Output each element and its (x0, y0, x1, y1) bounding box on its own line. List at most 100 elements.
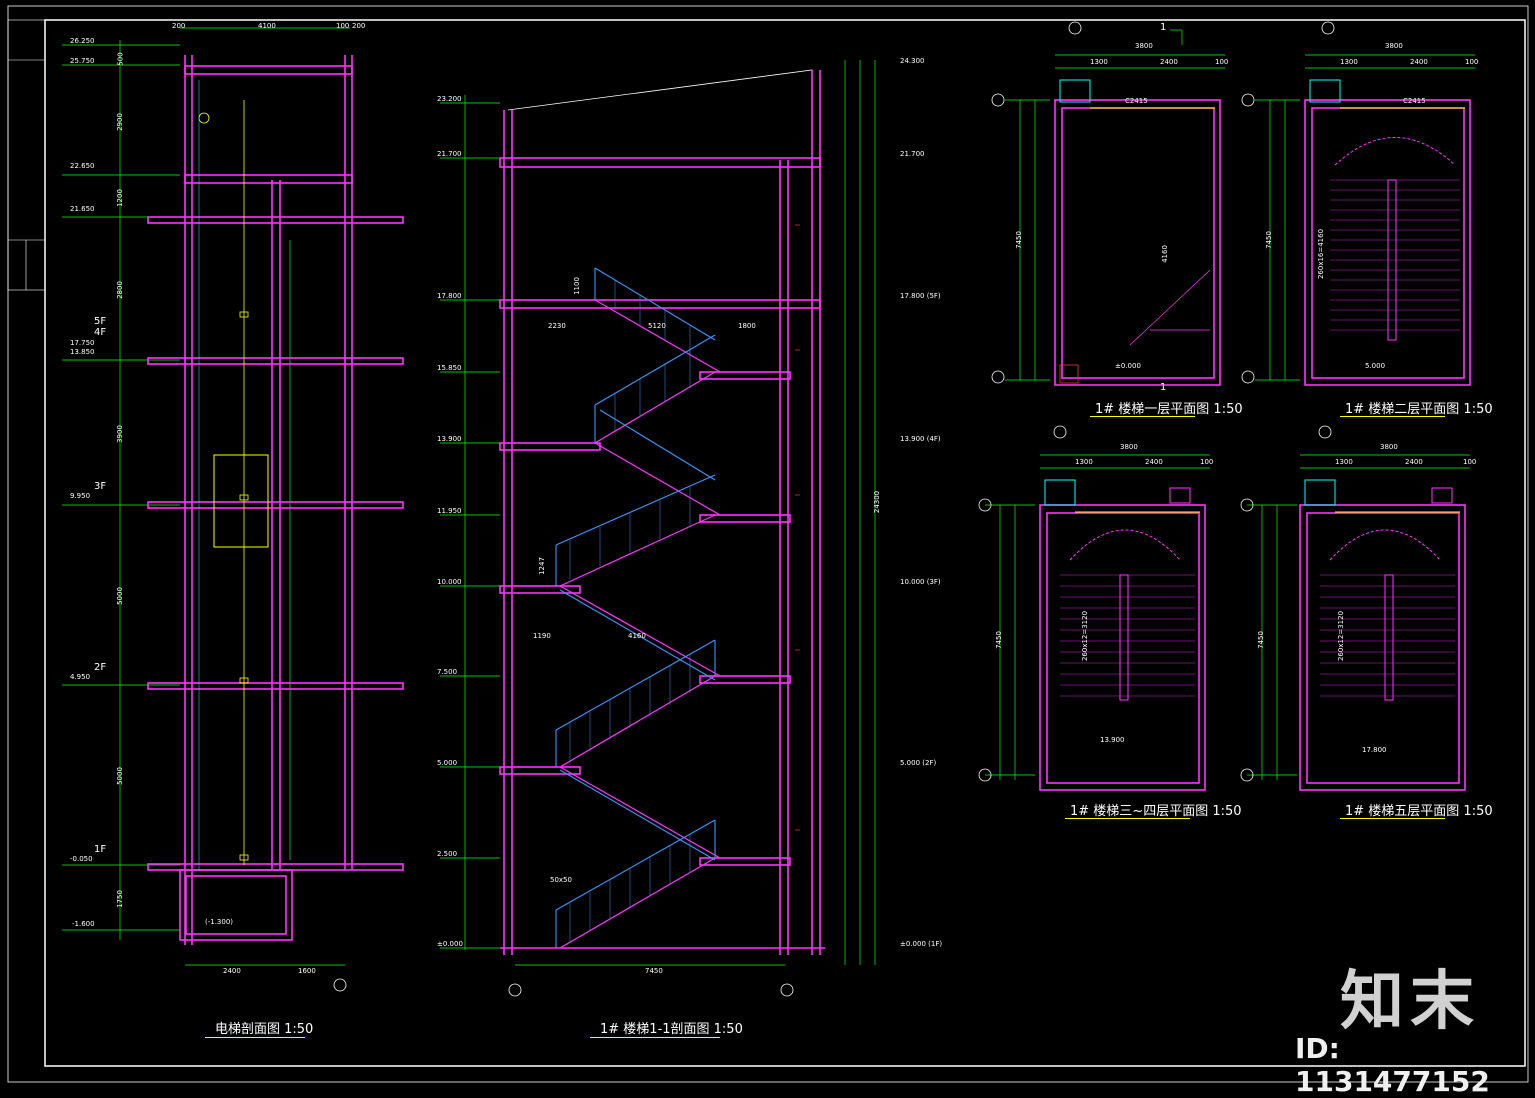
elevation-label: 10.000 (3F) (900, 578, 941, 586)
title-underline (1340, 818, 1445, 819)
dimension-label: 2400 (223, 967, 241, 975)
title-underline (205, 1037, 305, 1038)
dimension-label: 7450 (1264, 231, 1273, 249)
dimension-label: 1190 (533, 632, 551, 640)
dimension-label: 4100 (258, 22, 276, 30)
dimension-label: 3800 (1380, 443, 1398, 451)
dimension-label: 7450 (1256, 631, 1265, 649)
dimension-label: 4160 (628, 632, 646, 640)
dimension-label: 3800 (1135, 42, 1153, 50)
elevation-label: 5.000 (2F) (900, 759, 937, 767)
dimension-label: 200 (172, 22, 186, 30)
plan-2f-title: 1# 楼梯二层平面图 1:50 (1345, 402, 1493, 417)
elevation-label: 21.650 (70, 205, 95, 213)
elevation-label: 23.200 (437, 95, 462, 103)
dimension-label: 1200 (115, 189, 124, 207)
dimension-label: 2230 (548, 322, 566, 330)
tread-label: 260x12=3120 (1337, 610, 1346, 662)
level-label: ±0.000 (1115, 362, 1141, 370)
plan-1f-title: 1# 楼梯一层平面图 1:50 (1095, 402, 1243, 417)
elevation-label: 2.500 (437, 850, 458, 858)
tread-label: 260x12=3120 (1081, 610, 1090, 662)
dimension-label: 5000 (115, 767, 124, 785)
elevation-label: 5.000 (437, 759, 458, 767)
title-underline (1340, 416, 1445, 417)
dimension-label: 1300 (1075, 458, 1093, 466)
dimension-label: 3800 (1385, 42, 1403, 50)
dimension-label: 1100 (572, 277, 581, 295)
elevation-label: 17.750 (70, 339, 95, 347)
title-underline (1090, 416, 1195, 417)
elevation-label: 9.950 (70, 492, 91, 500)
dimension-label: 5000 (115, 587, 124, 605)
elevation-label: 13.900 (437, 435, 462, 443)
title-underline (1065, 818, 1190, 819)
dimension-label: 1300 (1340, 58, 1358, 66)
watermark-logo: 知末 (1340, 965, 1480, 1039)
elevation-label: 17.800 (437, 292, 462, 300)
section-mark: 1 (1160, 382, 1167, 393)
elevation-label: 13.900 (4F) (900, 435, 941, 443)
dimension-label: 1750 (115, 890, 124, 908)
elevation-label: 10.000 (437, 578, 462, 586)
dimension-label: 7450 (994, 631, 1003, 649)
dimension-label: 100 (336, 22, 350, 30)
elevation-label: 17.800 (5F) (900, 292, 941, 300)
tread-label: 4160 (1160, 245, 1169, 263)
elevation-label: 21.700 (437, 150, 462, 158)
dimension-label: 2400 (1160, 58, 1178, 66)
dimension-label: 5120 (648, 322, 666, 330)
dimension-label: 1800 (738, 322, 756, 330)
dimension-label: 100 (1465, 58, 1479, 66)
dimension-label: 200 (352, 22, 366, 30)
plan-5f-title: 1# 楼梯五层平面图 1:50 (1345, 804, 1493, 819)
dimension-label: 2800 (115, 281, 124, 299)
dimension-label: 7450 (1014, 231, 1023, 249)
title-underline (590, 1037, 720, 1038)
floor-label-4f: 4F (94, 327, 107, 338)
elevation-label: -1.600 (72, 920, 95, 928)
elevation-label: 22.650 (70, 162, 95, 170)
dimension-label: 100 (1463, 458, 1477, 466)
level-label: 13.900 (1100, 736, 1125, 744)
dimension-label: 500 (116, 52, 125, 66)
elevation-label: ±0.000 (1F) (900, 940, 943, 948)
tread-label: 260x16=4160 (1317, 228, 1326, 280)
pit-label: (-1.300) (205, 918, 234, 926)
level-label: 5.000 (1365, 362, 1386, 370)
dimension-label: 7450 (645, 967, 663, 975)
dimension-label: 24300 (873, 490, 882, 514)
elevation-label: 13.850 (70, 348, 95, 356)
dimension-label: 1300 (1335, 458, 1353, 466)
floor-label-1f: 1F (94, 844, 107, 855)
elevation-label: 25.750 (70, 57, 95, 65)
dimension-label: 2900 (115, 113, 124, 131)
elevation-label: 4.950 (70, 673, 91, 681)
floor-label-2f: 2F (94, 662, 107, 673)
elevation-label: 7.500 (437, 668, 458, 676)
window-label: C2415 (1403, 97, 1426, 105)
stair-note: 50x50 (550, 876, 572, 884)
floor-label-5f: 5F (94, 316, 107, 327)
dimension-label: 2400 (1410, 58, 1428, 66)
dimension-label: 100 (1215, 58, 1229, 66)
elevator-section-title: 电梯剖面图 1:50 (215, 1022, 314, 1037)
watermark-id: ID: 1131477152 (1295, 1032, 1490, 1098)
dimension-label: 1600 (298, 967, 316, 975)
dimension-label: 3800 (1120, 443, 1138, 451)
window-label: C2415 (1125, 97, 1148, 105)
dimension-label: 100 (1200, 458, 1214, 466)
elevation-label: 26.250 (70, 37, 95, 45)
dimension-label: 2400 (1405, 458, 1423, 466)
floor-label-3f: 3F (94, 481, 107, 492)
elevation-label: ±0.000 (437, 940, 463, 948)
dimension-label: 3900 (115, 425, 124, 443)
dimension-label: 1300 (1090, 58, 1108, 66)
elevation-label: 21.700 (900, 150, 925, 158)
level-label: 17.800 (1362, 746, 1387, 754)
elevation-label: 11.950 (437, 507, 462, 515)
stair-section-title: 1# 楼梯1-1剖面图 1:50 (600, 1022, 743, 1037)
section-mark: 1 (1160, 22, 1167, 33)
elevation-label: 15.850 (437, 364, 462, 372)
